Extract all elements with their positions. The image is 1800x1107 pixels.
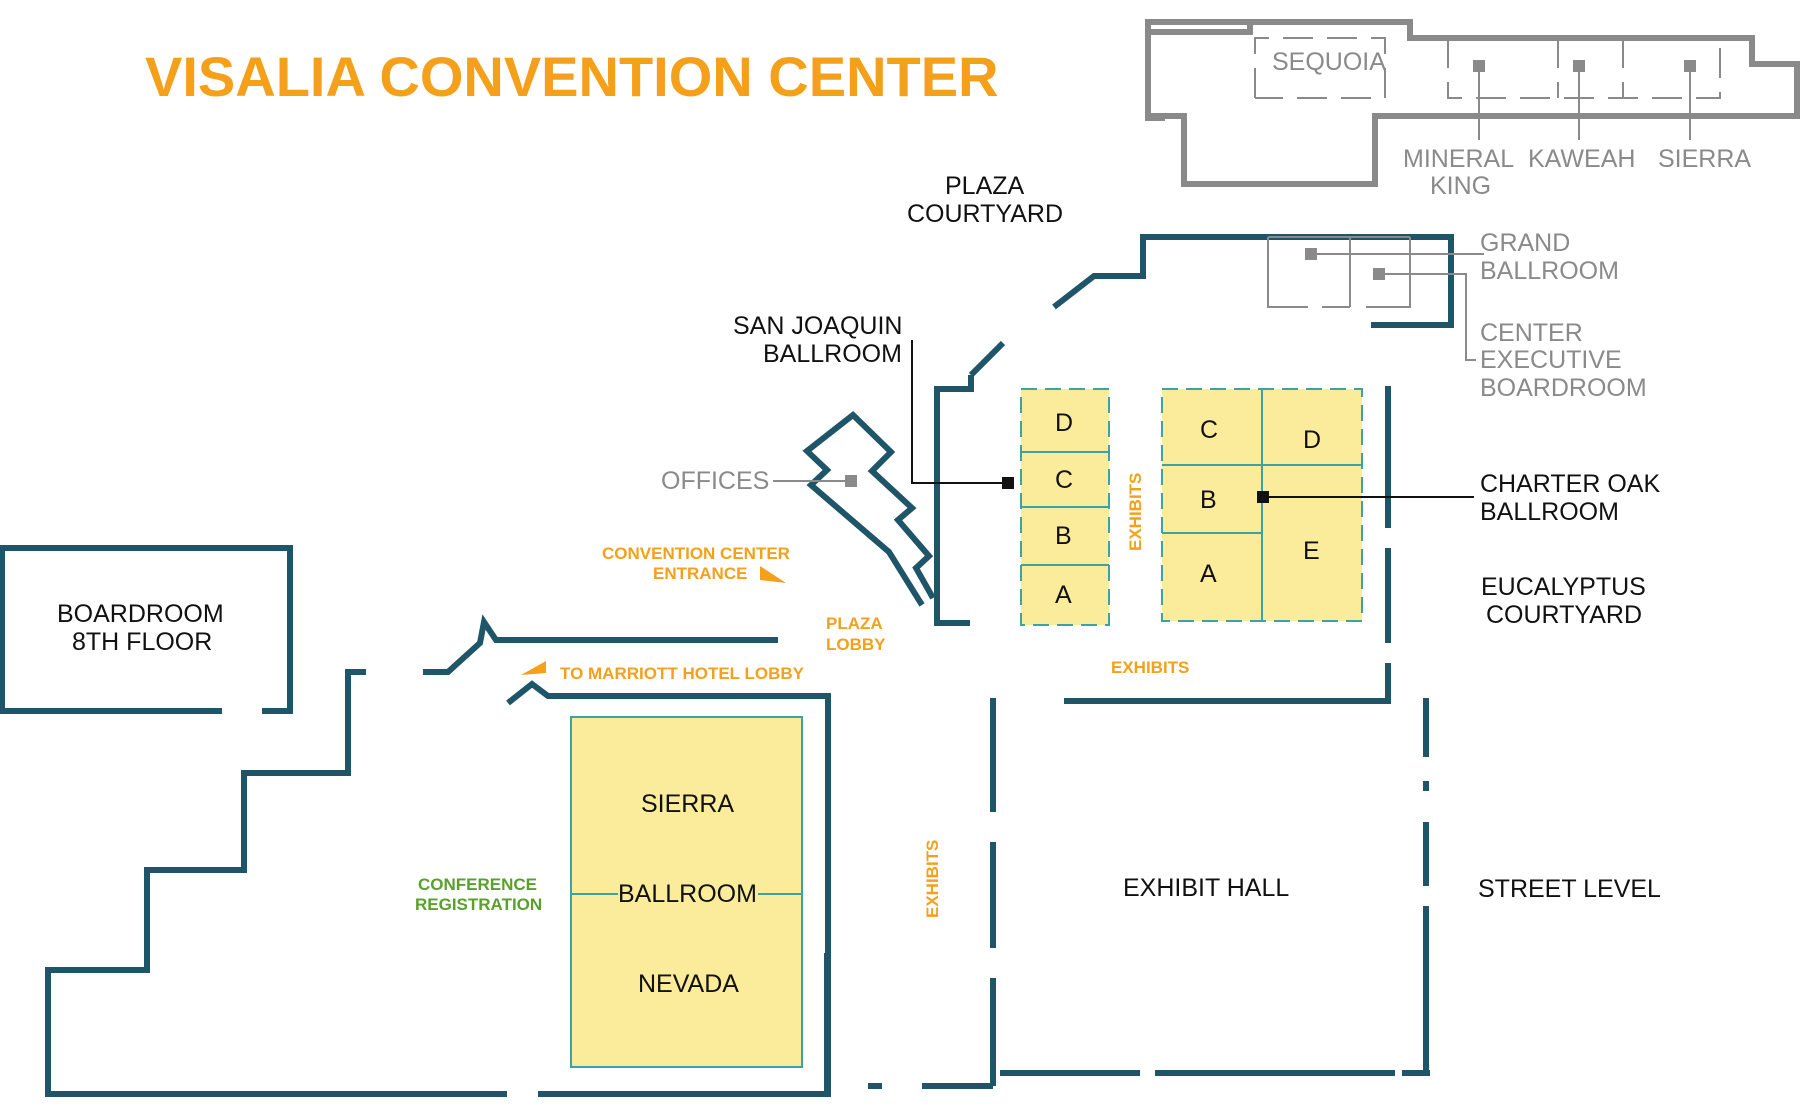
mineral-king-line-2: KING <box>1430 172 1491 200</box>
boardroom-line-2: 8TH FLOOR <box>72 628 212 656</box>
san-joaquin-room-b: B <box>1055 522 1072 550</box>
plaza-lobby-line-2: LOBBY <box>826 635 886 654</box>
grand-ballroom-outline <box>1267 236 1411 308</box>
mineral-king-marker <box>1473 60 1485 72</box>
upper-leaders <box>1478 72 1691 140</box>
grand-ballroom-marker <box>1305 248 1317 260</box>
sequoia-room <box>1254 37 1386 99</box>
charter-oak-room-e: E <box>1303 537 1320 565</box>
street-level-label: STREET LEVEL <box>1478 875 1661 903</box>
plaza-courtyard-line-2: COURTYARD <box>907 200 1063 228</box>
upper-rooms <box>1447 38 1721 99</box>
boardroom-line-1: BOARDROOM <box>57 600 224 628</box>
sierra-upper-marker <box>1684 60 1696 72</box>
marriott-label: TO MARRIOTT HOTEL LOBBY <box>560 664 805 683</box>
charter-oak-ballroom: C D B A E <box>1161 388 1474 622</box>
center-exec-leader <box>1385 273 1476 361</box>
charter-oak-line-1: CHARTER OAK <box>1480 470 1660 498</box>
map-title: VISALIA CONVENTION CENTER <box>145 45 999 108</box>
plaza-courtyard-wall <box>1052 234 1454 328</box>
sierra-room-label: SIERRA <box>641 790 734 818</box>
grand-ballroom-line-2: BALLROOM <box>1480 257 1619 285</box>
san-joaquin-room-c: C <box>1055 466 1073 494</box>
san-joaquin-dividers <box>1021 451 1109 566</box>
charter-oak-room-c: C <box>1200 416 1218 444</box>
exhibits-label-center: EXHIBITS <box>1111 658 1189 677</box>
plaza-lobby-line-1: PLAZA <box>826 614 883 633</box>
eucalyptus-line-2: COURTYARD <box>1486 601 1642 629</box>
charter-oak-room-a: A <box>1200 560 1217 588</box>
charter-oak-room-d: D <box>1303 426 1321 454</box>
grand-ballroom-line-1: GRAND <box>1480 229 1570 257</box>
offices-marker <box>845 475 857 487</box>
san-joaquin-room-d: D <box>1055 409 1073 437</box>
center-exec-line-2: EXECUTIVE <box>1480 346 1622 374</box>
upper-building: SEQUOIA MINERAL KING KAWEAH SIERRA <box>1145 19 1800 200</box>
nevada-room-label: NEVADA <box>638 970 739 998</box>
entrance-arrow-icon <box>760 566 786 583</box>
sequoia-label: SEQUOIA <box>1272 48 1386 76</box>
west-stair-wall <box>45 669 507 1097</box>
exhibits-label-vertical-2: EXHIBITS <box>923 840 942 918</box>
main-walls <box>0 234 1454 1097</box>
sierra-upper-label: SIERRA <box>1658 145 1751 173</box>
entrance-line-2: ENTRANCE <box>653 564 747 583</box>
eucalyptus-line-1: EUCALYPTUS <box>1481 573 1646 601</box>
sierra-nevada-room <box>570 716 803 1068</box>
kaweah-marker <box>1573 60 1585 72</box>
center-exec-line-1: CENTER <box>1480 319 1583 347</box>
charter-oak-marker <box>1257 491 1269 503</box>
exhibit-hall-north-wall <box>1064 386 1391 704</box>
offices-label: OFFICES <box>661 467 769 495</box>
sierra-nevada-ballroom: SIERRA BALLROOM NEVADA <box>570 716 803 1068</box>
ballroom-room-label: BALLROOM <box>618 880 757 908</box>
marriott-arrow-icon <box>521 661 546 675</box>
registration-line-1: CONFERENCE <box>418 875 537 894</box>
charter-oak-room-b: B <box>1200 486 1217 514</box>
exhibit-south-wall <box>922 1070 1430 1089</box>
center-exec-line-3: BOARDROOM <box>1480 374 1647 402</box>
kaweah-label: KAWEAH <box>1528 145 1635 173</box>
upper-building-west <box>1145 19 1252 121</box>
exhibits-label-vertical-1: EXHIBITS <box>1126 473 1145 551</box>
mineral-king-label-2: KING <box>1430 172 1491 200</box>
plaza-courtyard-line-1: PLAZA <box>945 172 1025 200</box>
san-joaquin-room-a: A <box>1055 581 1072 609</box>
upper-building-shell <box>1145 19 1800 187</box>
grand-ballroom <box>1267 236 1484 361</box>
exhibit-hall-label: EXHIBIT HALL <box>1123 874 1289 902</box>
entrance-line-1: CONVENTION CENTER <box>602 544 790 563</box>
mineral-king-line-1: MINERAL <box>1403 145 1514 173</box>
offices-walls <box>802 411 936 607</box>
center-exec-marker <box>1373 268 1385 280</box>
san-joaquin-ballroom: D C B A <box>911 340 1110 626</box>
charter-oak-line-2: BALLROOM <box>1480 498 1619 526</box>
mineral-king-label: MINERAL <box>1403 145 1514 173</box>
boardroom-walls <box>0 545 293 714</box>
san-joaquin-leader <box>911 340 1014 484</box>
san-joaquin-line-1: SAN JOAQUIN <box>733 312 902 340</box>
san-joaquin-line-2: BALLROOM <box>763 340 902 368</box>
charter-oak-dividers <box>1162 389 1362 621</box>
plaza-lobby-west-wall <box>934 340 1006 626</box>
registration-line-2: REGISTRATION <box>415 895 542 914</box>
